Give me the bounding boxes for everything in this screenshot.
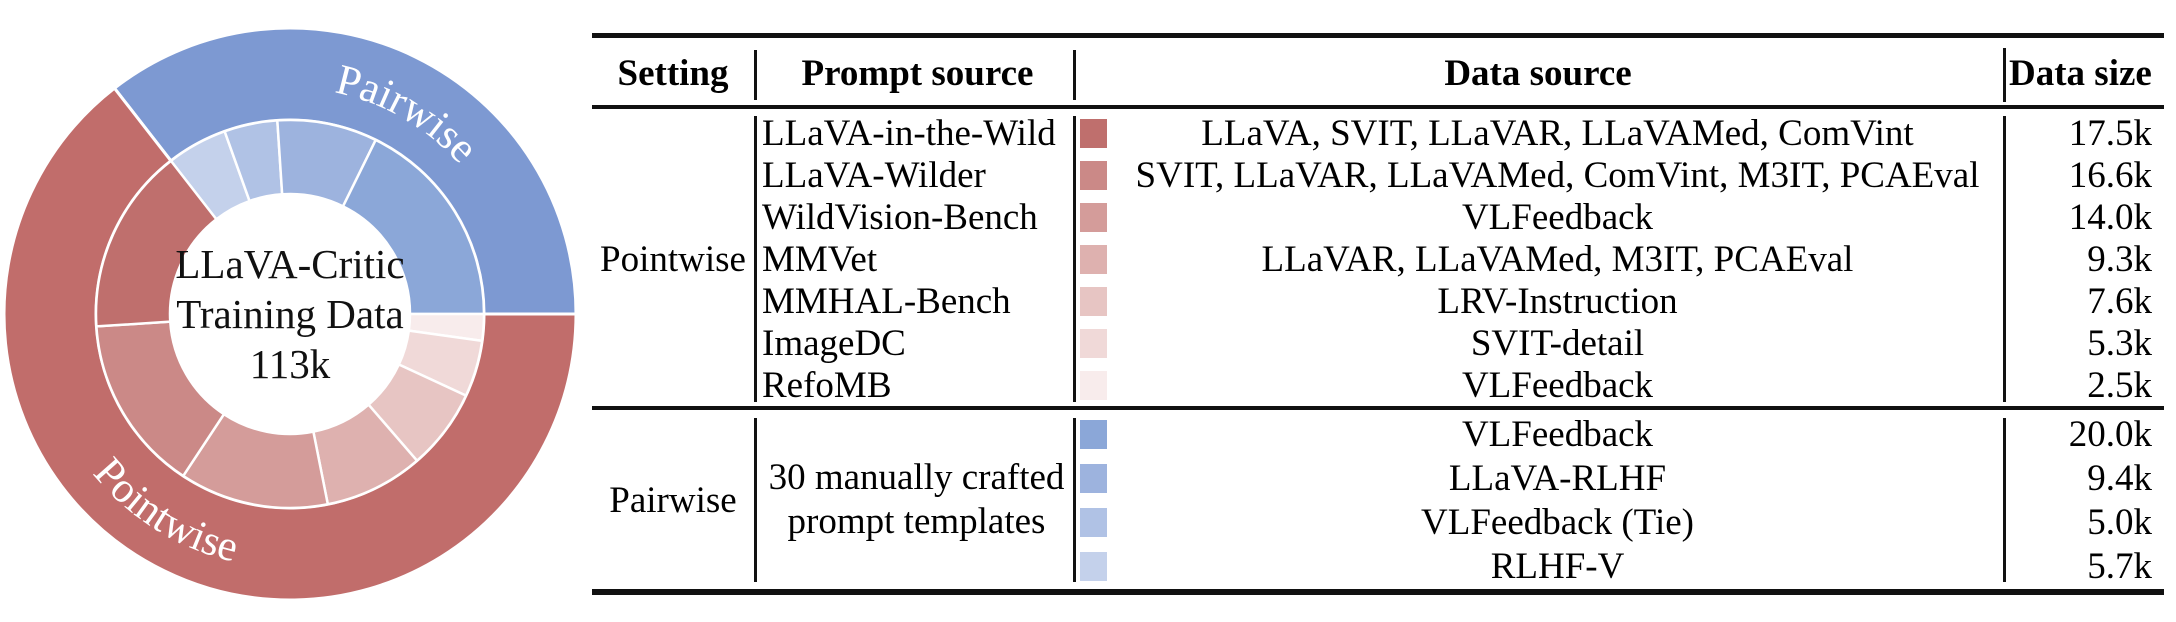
swatch-cell: [1080, 196, 1107, 238]
table-row: RLHF-V 5.7k: [592, 544, 2164, 588]
prompt-source-cell: ImageDC: [762, 322, 906, 364]
pairwise-section: Pairwise 30 manually crafted prompt templ…: [592, 412, 2164, 588]
table-row: ImageDC SVIT-detail 5.3k: [592, 322, 2164, 364]
donut-center-label: Training Data: [176, 291, 403, 337]
color-swatch: [1080, 244, 1107, 274]
data-source-cell: VLFeedback: [1461, 364, 1654, 406]
data-size-cell: 9.4k: [2087, 457, 2152, 499]
inner-ring-segment: [94, 159, 218, 328]
swatch-cell: [1080, 280, 1107, 322]
column-separator: [754, 418, 757, 582]
donut-center-label: 113k: [250, 341, 331, 387]
table-row: VLFeedback (Tie) 5.0k: [592, 500, 2164, 544]
data-source-cell: SVIT, LLaVAR, LLaVAMed, ComVint, M3IT, P…: [1135, 154, 1980, 196]
data-source-cell: LLaVAR, LLaVAMed, M3IT, PCAEval: [1261, 238, 1854, 280]
data-size-cell: 14.0k: [2068, 196, 2152, 238]
table-bottom-rule: [592, 589, 2164, 595]
data-source-cell: LRV-Instruction: [1437, 280, 1678, 322]
data-size-cell: 16.6k: [2068, 154, 2152, 196]
data-source-cell: LLaVA-RLHF: [1448, 457, 1667, 499]
swatch-cell: [1080, 544, 1107, 588]
table-row: MMVet LLaVAR, LLaVAMed, M3IT, PCAEval 9.3k: [592, 238, 2164, 280]
prompt-source-cell: WildVision-Bench: [762, 196, 1038, 238]
data-size-cell: 5.0k: [2087, 501, 2152, 543]
donut-center-label: LLaVA-Critic: [175, 241, 404, 287]
table-row: LLaVA-in-the-Wild LLaVA, SVIT, LLaVAR, LL…: [592, 112, 2164, 154]
color-swatch: [1080, 286, 1107, 316]
swatch-cell: [1080, 456, 1107, 500]
column-separator: [2003, 418, 2006, 582]
table-header-rule: [592, 105, 2164, 109]
col-header-data-size: Data size: [2009, 53, 2152, 94]
data-composition-table: Setting Prompt source Data source Data s…: [592, 0, 2164, 622]
pointwise-section: Pointwise LLaVA-in-the-Wild LLaVA, SVIT, L…: [592, 112, 2164, 406]
data-size-cell: 17.5k: [2068, 112, 2152, 154]
data-size-cell: 20.0k: [2068, 413, 2152, 455]
prompt-source-cell: MMHAL-Bench: [762, 280, 1011, 322]
swatch-cell: [1080, 112, 1107, 154]
header-separator: [1073, 50, 1076, 100]
data-size-cell: 5.7k: [2087, 545, 2152, 587]
data-size-cell: 2.5k: [2087, 364, 2152, 406]
prompt-source-cell: RefoMB: [762, 364, 892, 406]
table-row: LLaVA-RLHF 9.4k: [592, 456, 2164, 500]
color-swatch: [1080, 507, 1107, 537]
table-row: RefoMB VLFeedback 2.5k: [592, 364, 2164, 406]
column-separator: [2003, 116, 2006, 402]
data-size-cell: 9.3k: [2087, 238, 2152, 280]
color-swatch: [1080, 160, 1107, 190]
table-top-rule: [592, 33, 2164, 38]
column-separator: [754, 116, 757, 402]
prompt-source-cell: LLaVA-in-the-Wild: [762, 112, 1056, 154]
color-swatch: [1080, 328, 1107, 358]
table-row: VLFeedback 20.0k: [592, 412, 2164, 456]
data-source-cell: VLFeedback (Tie): [1421, 501, 1694, 543]
data-source-cell: VLFeedback: [1461, 196, 1654, 238]
col-header-setting: Setting: [617, 53, 729, 94]
data-size-cell: 5.3k: [2087, 322, 2152, 364]
table-row: WildVision-Bench VLFeedback 14.0k: [592, 196, 2164, 238]
col-header-data-source: Data source: [1444, 53, 1632, 94]
prompt-source-cell: MMVet: [762, 238, 878, 280]
header-separator: [754, 50, 757, 100]
table-mid-rule: [592, 406, 2164, 410]
swatch-cell: [1080, 500, 1107, 544]
swatch-cell: [1080, 238, 1107, 280]
prompt-source-cell: LLaVA-Wilder: [762, 154, 986, 196]
swatch-cell: [1080, 154, 1107, 196]
setting-label: Pairwise: [609, 479, 737, 521]
data-source-cell: SVIT-detail: [1470, 322, 1645, 364]
data-source-cell: RLHF-V: [1490, 545, 1625, 587]
column-separator: [1073, 116, 1076, 402]
data-source-cell: VLFeedback: [1461, 413, 1654, 455]
color-swatch: [1080, 118, 1107, 148]
swatch-cell: [1080, 364, 1107, 406]
table-row: LLaVA-Wilder SVIT, LLaVAR, LLaVAMed, ComV…: [592, 154, 2164, 196]
column-separator: [1073, 418, 1076, 582]
color-swatch: [1080, 463, 1107, 493]
color-swatch: [1080, 419, 1107, 449]
header-separator: [2003, 48, 2006, 102]
color-swatch: [1080, 551, 1107, 581]
data-source-cell: LLaVA, SVIT, LLaVAR, LLaVAMed, ComVint: [1201, 112, 1914, 154]
color-swatch: [1080, 202, 1107, 232]
prompt-source-merged-cell: 30 manually crafted prompt templates: [768, 457, 1065, 542]
swatch-cell: [1080, 412, 1107, 456]
table-row: MMHAL-Bench LRV-Instruction 7.6k: [592, 280, 2164, 322]
swatch-cell: [1080, 322, 1107, 364]
data-size-cell: 7.6k: [2087, 280, 2152, 322]
color-swatch: [1080, 370, 1107, 400]
col-header-prompt-source: Prompt source: [801, 53, 1034, 94]
setting-label: Pointwise: [600, 238, 746, 280]
